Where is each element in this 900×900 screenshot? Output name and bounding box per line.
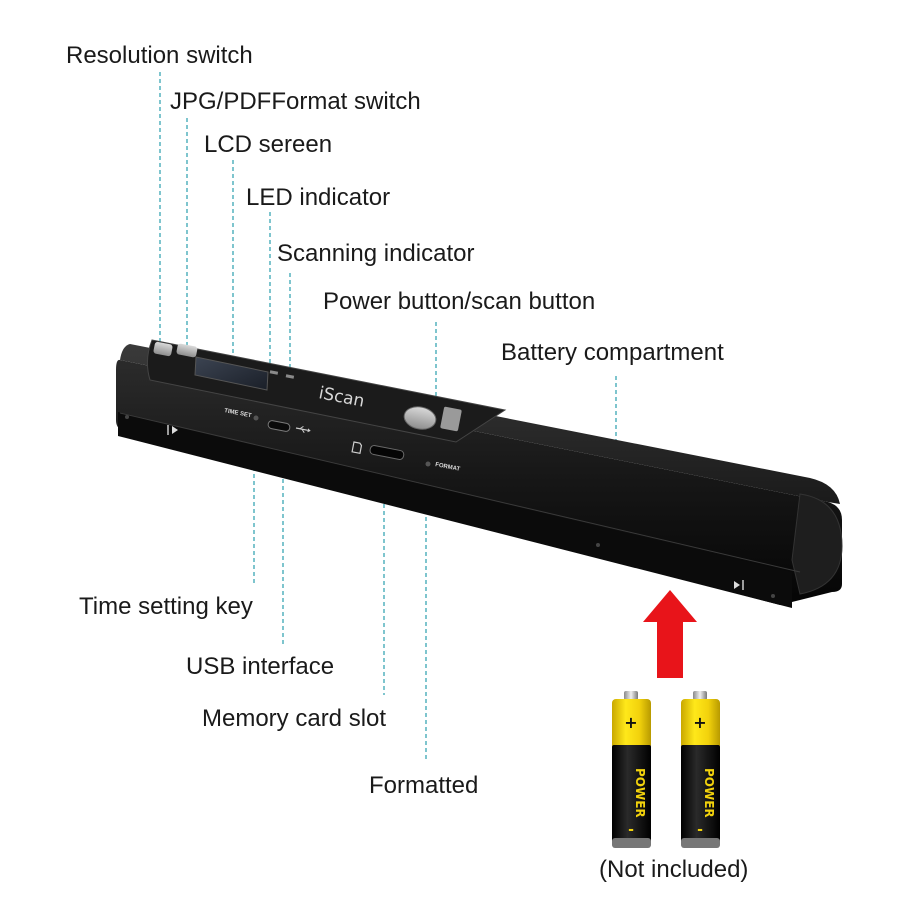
label-power-button: Power button/scan button [323,288,596,315]
battery-brand-text: POWER [633,768,647,818]
time-set-text: TIME SET [224,408,253,419]
scanner: iScan TIME SET FORMAT [116,339,843,608]
play-arrow-icon [167,425,178,435]
power-scan-button[interactable] [402,404,438,432]
label-usb-interface: USB interface [186,653,335,680]
up-arrow-icon [643,590,697,678]
lcd-screen [194,356,269,391]
label-led-indicator: LED indicator [246,184,391,211]
play-arrow-icon [734,580,744,590]
resolution-switch[interactable] [153,341,173,357]
time-set-key[interactable] [253,415,259,421]
format-switch[interactable] [176,343,198,358]
label-formatted: Formatted [369,772,479,799]
button-surround [440,406,462,432]
label-memory-card-slot: Memory card slot [202,705,387,732]
battery-plus-sign: + [624,713,637,732]
battery-2: + POWER - [681,691,720,848]
usb-icon [295,425,311,433]
format-text: FORMAT [435,462,461,473]
led-indicator [269,370,279,375]
label-scanning-indicator: Scanning indicator [277,240,475,267]
memory-card-slot[interactable] [369,445,405,460]
scanner-bottom-strip [118,412,792,608]
label-battery-compartment: Battery compartment [501,339,724,366]
end-cap [791,493,843,595]
usb-port[interactable] [267,420,291,432]
label-time-setting-key: Time setting key [79,593,253,620]
label-lcd-screen: LCD sereen [204,131,333,158]
battery-brand-text: POWER [702,768,716,818]
battery-plus-sign: + [693,713,706,732]
battery-minus-sign: - [697,822,703,838]
battery-minus-sign: - [628,822,634,838]
format-key[interactable] [425,461,431,467]
label-format-switch: JPG/PDFFormat switch [170,88,421,115]
label-not-included: (Not included) [599,856,749,883]
sd-card-icon [351,441,363,455]
battery-1: + POWER - [612,691,651,848]
label-resolution-switch: Resolution switch [66,42,253,69]
scanning-indicator [285,374,295,379]
